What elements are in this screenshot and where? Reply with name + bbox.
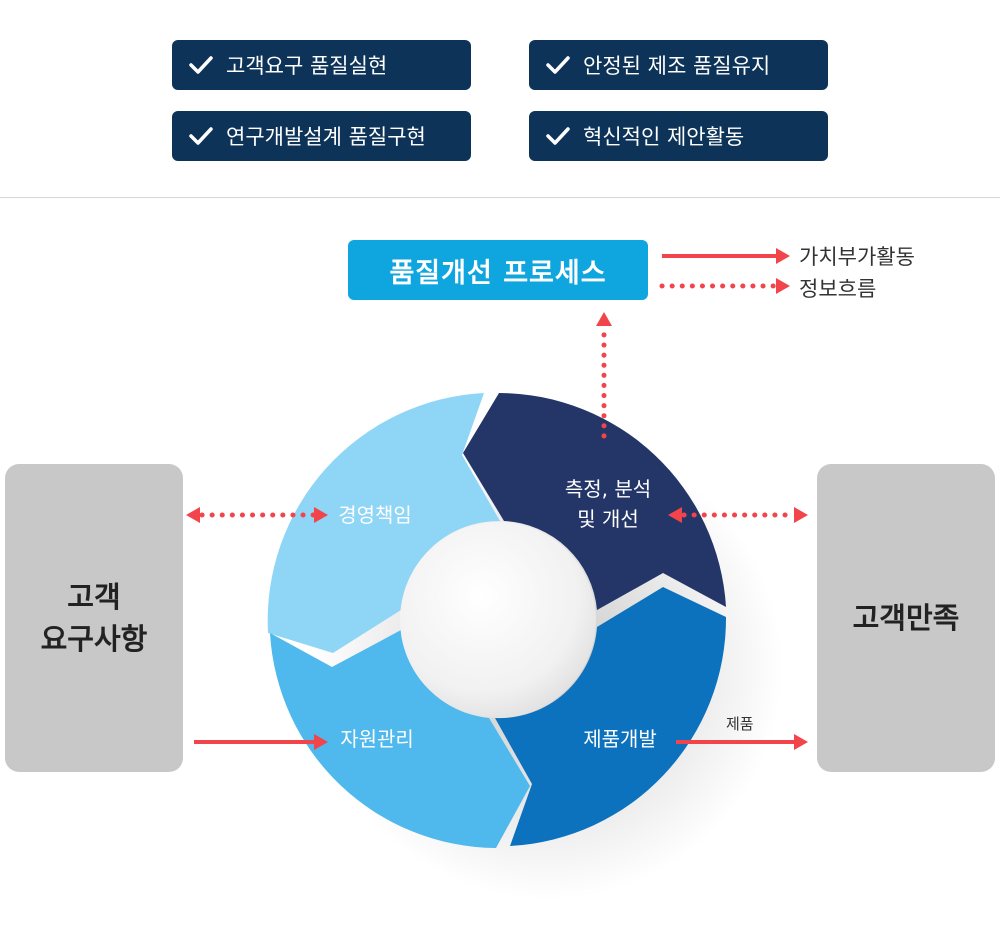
legend-info-flow-label: 정보흐름 [799, 277, 877, 301]
customer-satisfaction-box: 고객만족 [817, 464, 995, 772]
segment-product-development [495, 587, 727, 846]
ring-center [400, 522, 596, 718]
segment-label-measure-line2: 및 개선 [577, 507, 639, 531]
info-flow-legend-arrow [659, 278, 790, 294]
goal-label: 고객요구 품질실현 [226, 54, 388, 78]
product-output-arrow [676, 734, 808, 750]
section-divider [0, 197, 1000, 198]
left-box-line1: 고객 [67, 579, 121, 614]
info-flow-left-arrow [186, 507, 328, 523]
segment-label-product: 제품개발 [583, 727, 657, 751]
goal-label: 연구개발설계 품질구현 [226, 125, 426, 149]
left-box-line2: 요구사항 [40, 622, 148, 656]
requirements-input-arrow [194, 734, 328, 750]
segment-resource-management [270, 630, 530, 848]
segment-label-resource: 자원관리 [340, 727, 414, 751]
goal-label: 안정된 제조 품질유지 [583, 54, 771, 78]
segment-label-management: 경영책임 [338, 503, 412, 527]
customer-requirements-box: 고객 요구사항 [5, 464, 183, 772]
segment-management [267, 393, 500, 653]
goal-item: 연구개발설계 품질구현 [172, 111, 471, 161]
check-icon [188, 123, 214, 149]
check-icon [545, 123, 571, 149]
segment-label-measure-line1: 측정, 분석 [564, 477, 652, 501]
goal-label: 혁신적인 제안활동 [583, 125, 745, 149]
process-title: 품질개선 프로세스 [348, 240, 648, 300]
info-flow-up-arrow [596, 312, 612, 439]
goal-item: 혁신적인 제안활동 [529, 111, 828, 161]
info-flow-right-arrow [668, 507, 808, 523]
value-added-legend-arrow [662, 248, 790, 264]
goal-item: 고객요구 품질실현 [172, 40, 471, 90]
segment-label-measure: 측정, 분석 및 개선 [548, 474, 668, 534]
legend-value-added-label: 가치부가활동 [799, 245, 915, 269]
product-arrow-label: 제품 [726, 715, 754, 733]
segment-measure-analysis [463, 393, 726, 610]
check-icon [545, 52, 571, 78]
check-icon [188, 52, 214, 78]
goal-item: 안정된 제조 품질유지 [529, 40, 828, 90]
